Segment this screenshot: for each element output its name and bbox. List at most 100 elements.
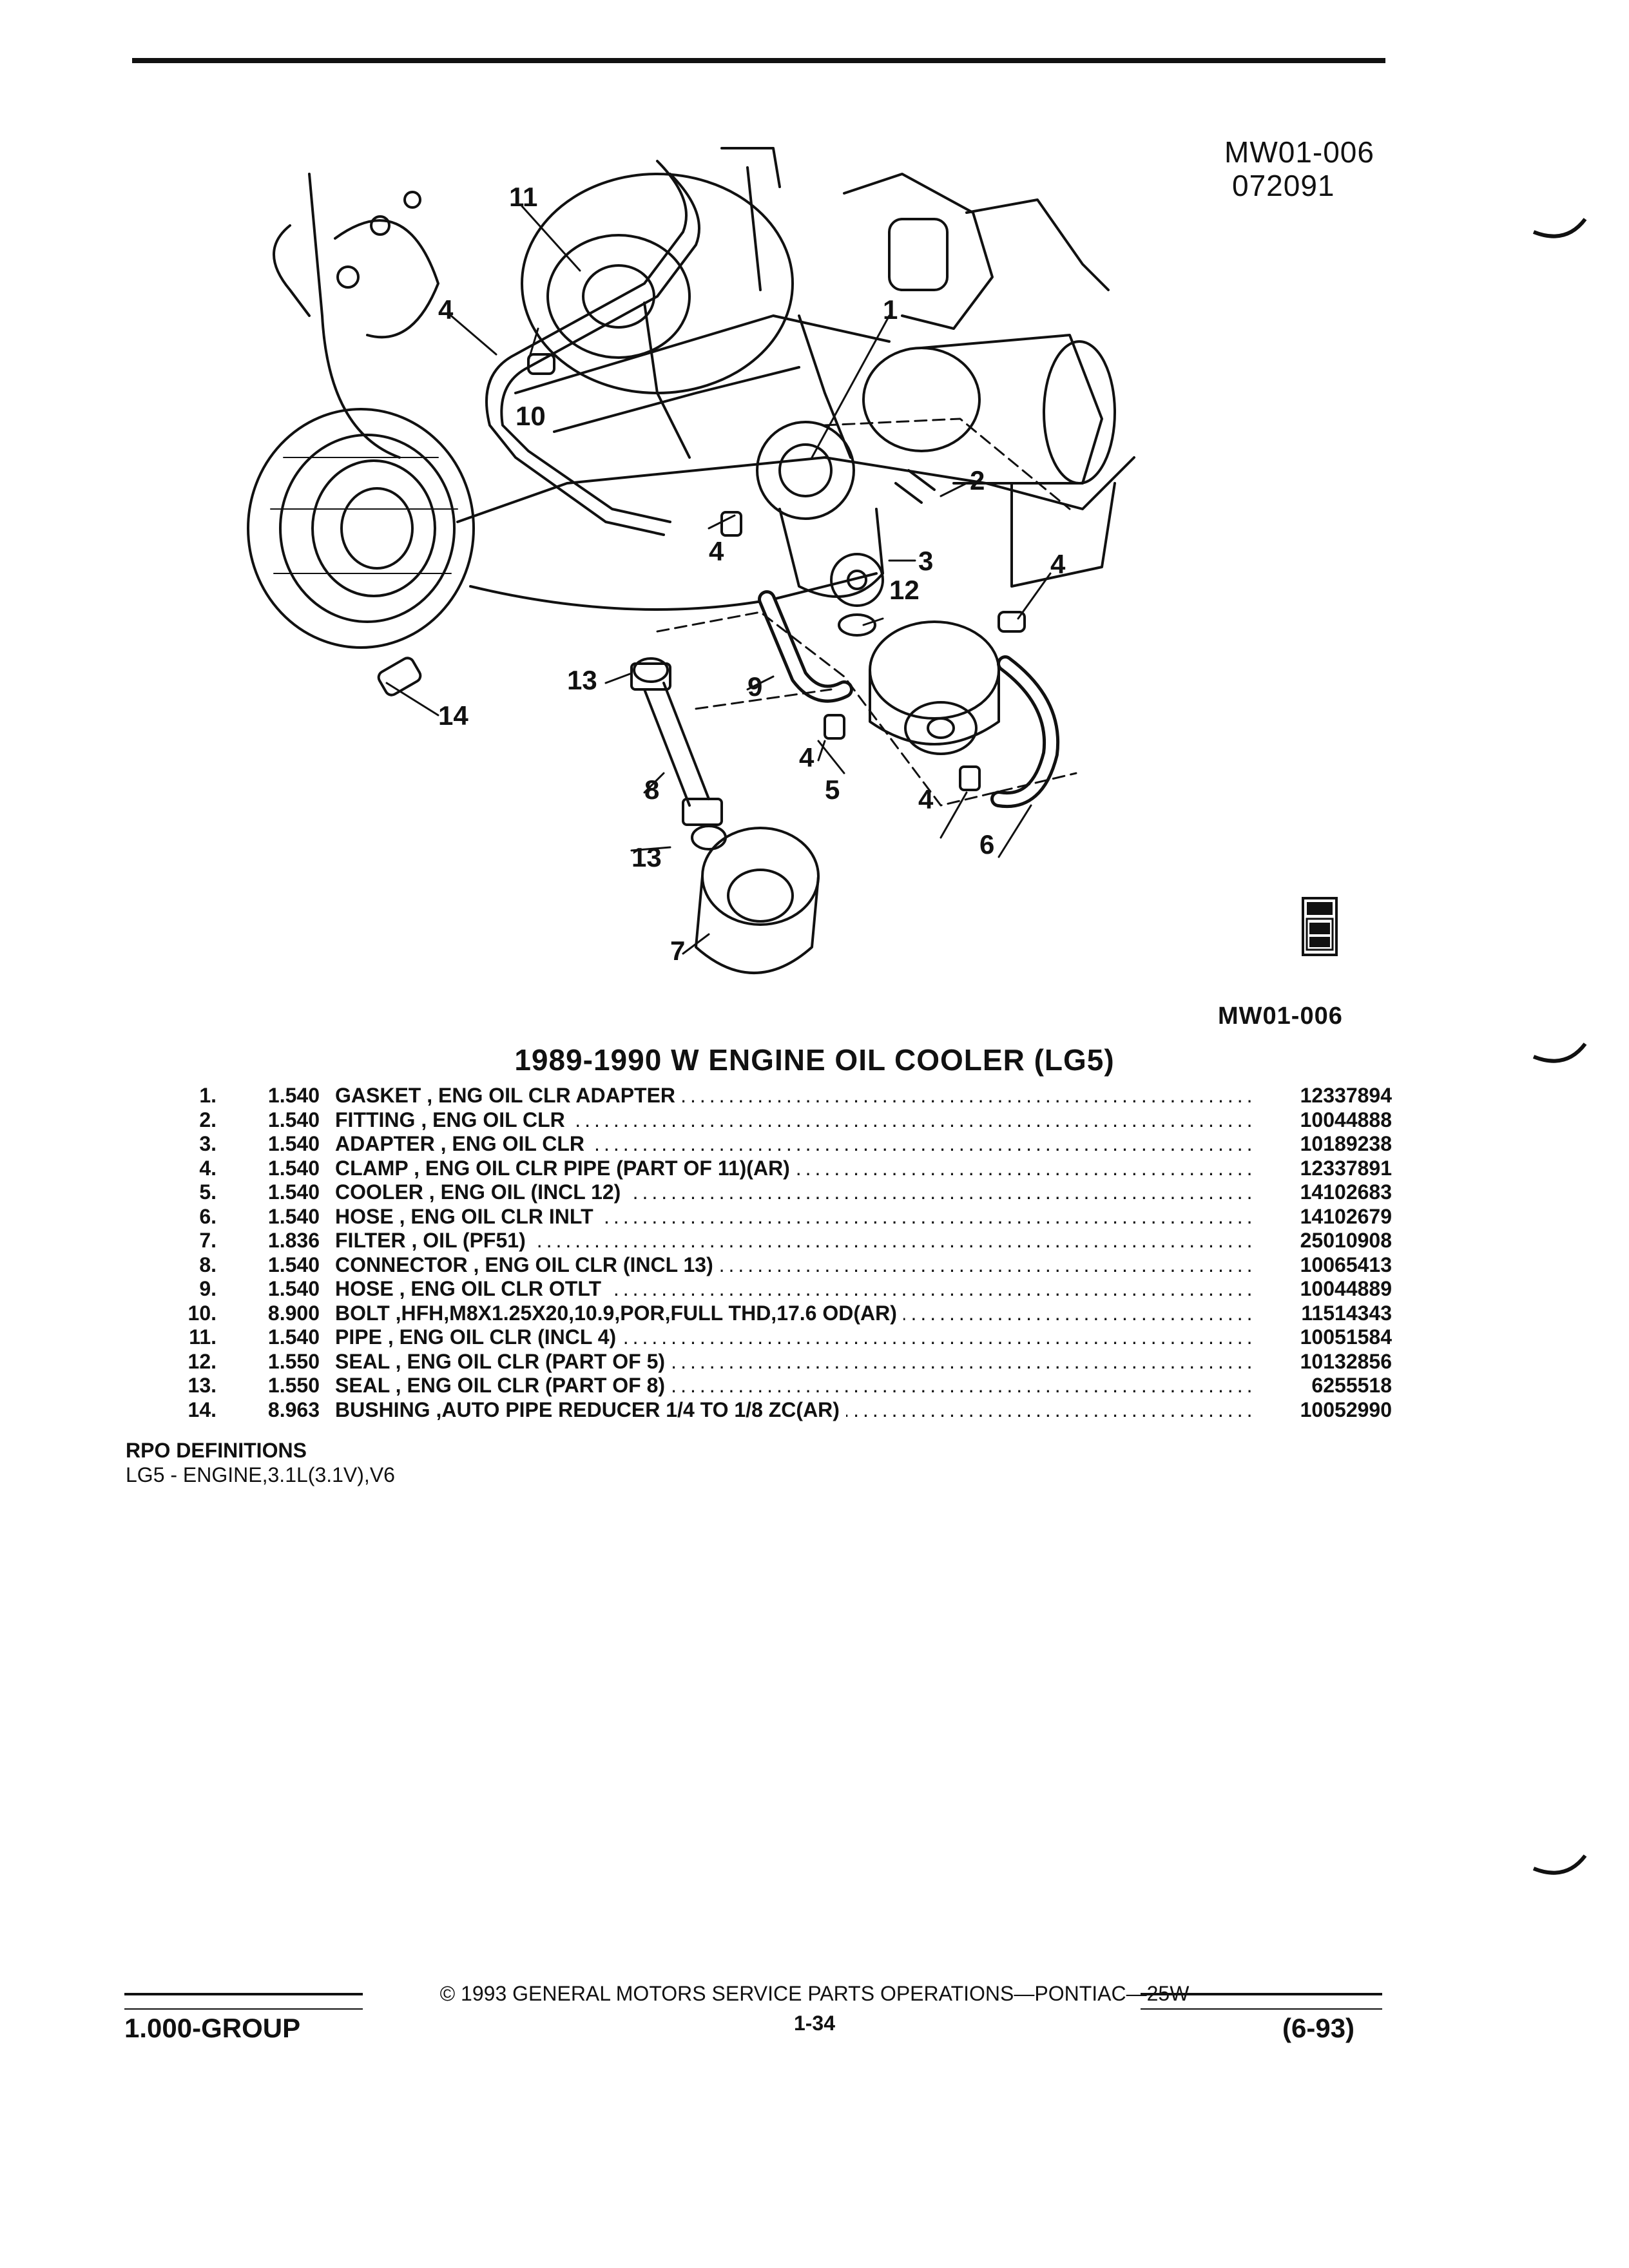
callout-8: 8 [644,774,659,805]
callout-3: 3 [918,546,933,576]
table-row: 14. 8.963 BUSHING ,AUTO PIPE REDUCER 1/4… [148,1398,1392,1423]
gm-spo-logo [1302,897,1338,956]
connector-8 [630,662,723,826]
footer-rule-left-2 [124,2008,363,2010]
footer-copyright: © 1993 GENERAL MOTORS SERVICE PARTS OPER… [439,1982,1190,2005]
item-number: 13. [188,1374,217,1397]
description-text: CONNECTOR , ENG OIL CLR (INCL 13) [335,1253,720,1276]
callout-2: 2 [970,465,985,495]
part-number: 10189238 [1255,1132,1392,1156]
crankshaft-pulley [247,408,475,649]
description: FILTER , OIL (PF51) [320,1229,1255,1253]
group-number: 1.540 [267,1277,320,1300]
description: BUSHING ,AUTO PIPE REDUCER 1/4 TO 1/8 ZC… [320,1398,1255,1422]
part-number: 10052990 [1255,1398,1392,1422]
clamp-mid [720,511,742,537]
description-text: PIPE , ENG OIL CLR (INCL 4) [335,1325,623,1349]
callout-1: 1 [883,294,898,325]
footer-date: (6-93) [1282,2013,1355,2043]
group-number: 1.540 [267,1204,320,1228]
description: SEAL , ENG OIL CLR (PART OF 5) [320,1349,1255,1374]
footer-group: 1.000-GROUP [124,2013,301,2043]
oil-cooler-adapter [756,421,884,607]
description-text: FILTER , OIL (PF51) [335,1229,532,1252]
group-number: 1.550 [267,1374,320,1397]
description: CONNECTOR , ENG OIL CLR (INCL 13) [320,1253,1255,1277]
description-text: SEAL , ENG OIL CLR (PART OF 8) [335,1374,672,1397]
description-text: HOSE , ENG OIL CLR OTLT [335,1277,608,1300]
description-text: FITTING , ENG OIL CLR [335,1108,572,1131]
item-number: 6. [199,1204,217,1228]
table-row: 13. 1.550 SEAL , ENG OIL CLR (PART OF 8)… [148,1374,1392,1398]
footer-rule-left [124,1993,363,1995]
item-number: 2. [199,1108,217,1131]
rpo-heading: RPO DEFINITIONS [126,1439,307,1462]
callout-6: 6 [979,829,994,860]
item-number: 3. [199,1132,217,1155]
group-number: 1.540 [267,1253,320,1276]
callout-4d: 4 [799,742,815,773]
oil-filter [695,827,820,974]
seal-13-lower [691,825,727,850]
group-number: 1.540 [267,1156,320,1180]
part-number: 14102679 [1255,1204,1392,1229]
table-row: 5. 1.540 COOLER , ENG OIL (INCL 12) 1410… [148,1180,1392,1205]
table-row: 6. 1.540 HOSE , ENG OIL CLR INLT 1410267… [148,1204,1392,1229]
part-number: 10044889 [1255,1277,1392,1301]
parts-list: 1. 1.540 GASKET , ENG OIL CLR ADAPTER 12… [148,1084,1392,1422]
date-code: 072091 [1232,169,1335,202]
description: SEAL , ENG OIL CLR (PART OF 8) [320,1374,1255,1398]
page-title: 1989-1990 W ENGINE OIL COOLER (LG5) [514,1043,1115,1077]
callout-4c: 4 [1050,549,1066,579]
top-rule [132,58,1385,63]
table-row: 3. 1.540 ADAPTER , ENG OIL CLR 10189238 [148,1132,1392,1157]
item-number: 4. [199,1156,217,1180]
part-number: 6255518 [1255,1374,1392,1398]
oil-cooler [869,620,1000,755]
callout-4a: 4 [438,294,454,325]
group-number: 8.900 [267,1301,320,1325]
description: BOLT ,HFH,M8X1.25X20,10.9,POR,FULL THD,1… [320,1301,1255,1325]
fitting-2 [894,469,936,504]
callout-11: 11 [509,182,537,212]
table-row: 4. 1.540 CLAMP , ENG OIL CLR PIPE (PART … [148,1156,1392,1181]
binder-marks [1532,218,1587,1875]
group-number: 1.550 [267,1349,320,1373]
callout-14: 14 [438,700,468,731]
accessory-bracket [843,173,1110,330]
table-row: 1. 1.540 GASKET , ENG OIL CLR ADAPTER 12… [148,1084,1392,1108]
description-text: GASKET , ENG OIL CLR ADAPTER [335,1084,682,1107]
item-number: 10. [188,1301,217,1325]
table-row: 2. 1.540 FITTING , ENG OIL CLR 10044888 [148,1108,1392,1133]
callout-9: 9 [747,671,762,702]
item-number: 1. [199,1084,217,1107]
clamp-bottom [959,765,981,791]
part-number: 12337894 [1255,1084,1392,1108]
table-row: 10. 8.900 BOLT ,HFH,M8X1.25X20,10.9,POR,… [148,1301,1392,1326]
callout-12: 12 [889,575,920,605]
item-number: 11. [189,1325,217,1349]
part-number: 10051584 [1255,1325,1392,1349]
description-text: COOLER , ENG OIL (INCL 12) [335,1180,628,1204]
rpo-definition: LG5 - ENGINE,3.1L(3.1V),V6 [126,1463,395,1486]
description-text: HOSE , ENG OIL CLR INLT [335,1204,600,1228]
group-number: 1.540 [267,1084,320,1107]
oil-cooler-exploded-diagram: 1 2 3 4 4 4 4 4 5 6 7 8 9 10 11 12 13 13… [247,147,1135,974]
group-number: 1.836 [267,1229,320,1252]
page-number: 1-34 [793,2012,836,2035]
description-text: SEAL , ENG OIL CLR (PART OF 5) [335,1349,672,1373]
item-number: 9. [199,1277,217,1300]
part-number: 25010908 [1255,1229,1392,1253]
group-number: 8.963 [267,1398,320,1421]
description: PIPE , ENG OIL CLR (INCL 4) [320,1325,1255,1349]
description: HOSE , ENG OIL CLR OTLT [320,1277,1255,1301]
item-number: 12. [188,1349,217,1373]
engine-block [456,302,1135,611]
description: FITTING , ENG OIL CLR [320,1108,1255,1132]
table-row: 8. 1.540 CONNECTOR , ENG OIL CLR (INCL 1… [148,1253,1392,1278]
footer-rule-right [1141,1993,1382,1995]
item-number: 14. [188,1398,217,1421]
description-text: BUSHING ,AUTO PIPE REDUCER 1/4 TO 1/8 ZC… [335,1398,846,1421]
callout-5: 5 [825,774,840,805]
part-number: 10044888 [1255,1108,1392,1132]
